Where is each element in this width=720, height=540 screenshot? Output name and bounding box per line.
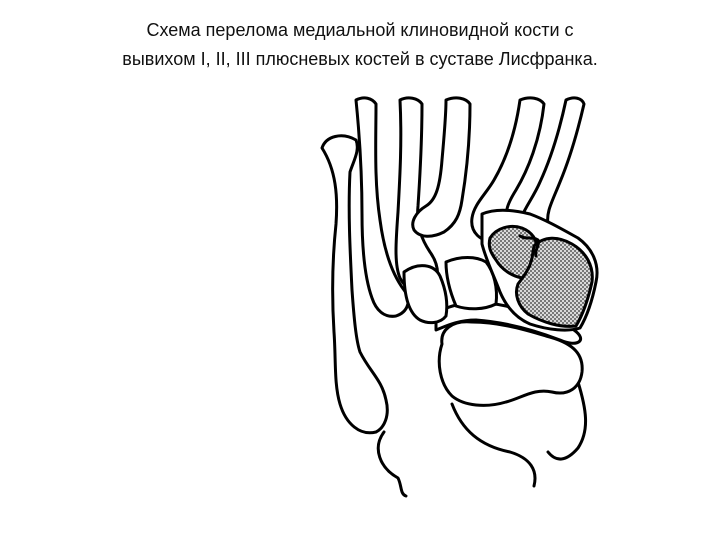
title-line-1: Схема перелома медиальной клиновидной ко… [146,20,574,40]
third-metatarsal-bone[interactable] [411,96,472,238]
intermediate-cuneiform-bone[interactable] [402,264,449,325]
navicular-bone[interactable] [434,301,582,345]
slide-title: Схема перелома медиальной клиновидной ко… [20,16,700,74]
fracture-fragment-large [514,236,594,328]
calcaneus-outline [376,380,588,498]
title-line-2: вывихом I, II, III плюсневых костей в су… [122,49,598,69]
talus-bone[interactable] [437,320,584,407]
first-metatarsal-bone[interactable] [354,96,410,318]
lateral-cuneiform-bone[interactable] [444,256,498,311]
second-metatarsal-bone[interactable] [394,96,439,294]
medial-cuneiform-bone[interactable] [320,134,389,435]
fracture-line [518,234,540,258]
